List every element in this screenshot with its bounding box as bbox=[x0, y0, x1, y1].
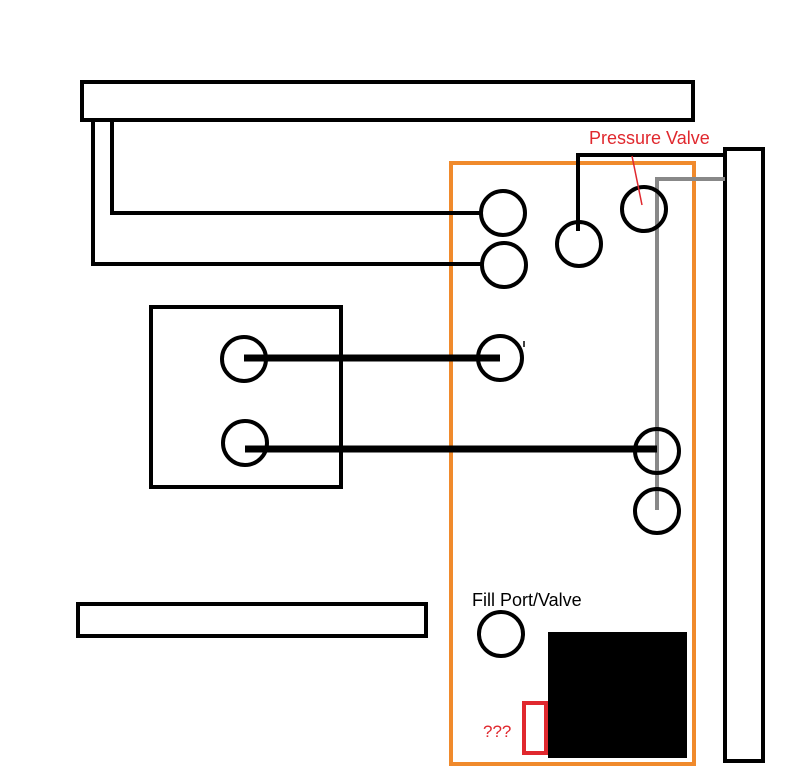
unknown-component bbox=[522, 701, 548, 755]
top-bar bbox=[80, 80, 695, 122]
unknown-label: ??? bbox=[483, 722, 511, 741]
bottom-left-bar bbox=[76, 602, 428, 638]
port-pressure-valve bbox=[620, 185, 668, 233]
pipe-top-outer bbox=[91, 120, 482, 266]
port-top-left-2 bbox=[480, 241, 528, 289]
black-block bbox=[548, 632, 687, 758]
pipe-top-inner bbox=[110, 120, 480, 215]
right-bar bbox=[723, 147, 765, 763]
orange-panel bbox=[449, 161, 696, 766]
pressure-valve-pointer bbox=[631, 155, 643, 206]
port-top-left-1 bbox=[479, 189, 527, 237]
fill-port-label: Fill Port/Valve bbox=[472, 590, 582, 610]
port-middle bbox=[555, 220, 603, 268]
pressure-valve-label: Pressure Valve bbox=[589, 128, 710, 148]
port-panel-right-2 bbox=[633, 487, 681, 535]
pipe-right-black bbox=[576, 153, 725, 231]
port-fill-valve bbox=[477, 610, 525, 658]
left-box bbox=[149, 305, 343, 489]
port-box-bottom bbox=[221, 419, 269, 467]
pipe-gray bbox=[655, 177, 725, 510]
